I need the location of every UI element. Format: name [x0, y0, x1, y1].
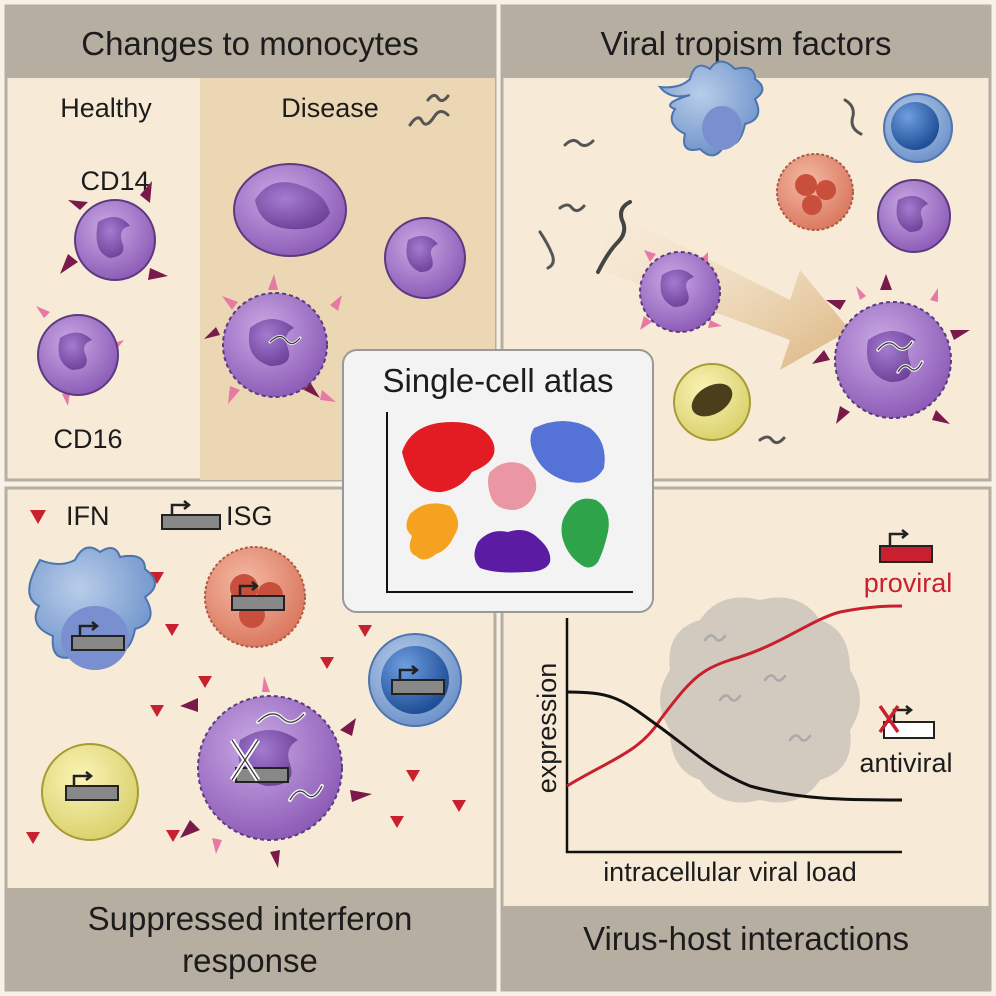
virus-particles [538, 98, 863, 445]
label-disease: Disease [281, 93, 379, 123]
atlas-axes [386, 412, 633, 593]
atlas-clusters [402, 421, 609, 573]
b-cell-blue [883, 93, 953, 163]
arrow-shape [600, 210, 850, 370]
proviral-label: proviral [864, 568, 953, 598]
virus-particles-faded [703, 634, 812, 742]
monocyte-entering [639, 250, 722, 333]
x-axis-label: intracellular viral load [603, 857, 857, 887]
title-virus-host: Virus-host interactions [583, 920, 909, 957]
b-cell-ifn [368, 633, 462, 727]
plot-axes [565, 618, 902, 854]
antiviral-curve [566, 690, 903, 802]
virus-large [596, 200, 632, 274]
cluster-pink [488, 462, 537, 510]
dendritic-cell [657, 60, 764, 157]
cluster-blue [530, 421, 605, 483]
cd16-monocyte [36, 306, 124, 406]
proviral-gene-icon [879, 529, 933, 563]
cluster-purple [474, 530, 551, 573]
antiviral-label: antiviral [859, 748, 952, 778]
monocyte-infected-ifn [180, 676, 372, 868]
monocyte-tropism [877, 179, 951, 253]
legend-ifn-label: IFN [66, 501, 110, 531]
label-cd14: CD14 [80, 166, 149, 196]
legend-isg-icon [161, 500, 221, 530]
title-monocytes: Changes to monocytes [81, 25, 419, 62]
ifn-triangles [26, 572, 466, 844]
cluster-green [561, 498, 609, 568]
atlas-title: Single-cell atlas [382, 362, 613, 399]
host-cell-shadow [660, 597, 860, 803]
label-cd16: CD16 [53, 424, 122, 454]
legend-isg-label: ISG [226, 501, 273, 531]
cluster-red [402, 422, 495, 493]
virus-icon [408, 93, 450, 127]
yellow-cell-ifn [41, 743, 139, 841]
title-interferon-line1: Suppressed interferon [88, 900, 413, 937]
title-tropism: Viral tropism factors [601, 25, 892, 62]
neutrophil [776, 153, 854, 231]
antiviral-gene-icon [878, 705, 935, 739]
proviral-curve [566, 604, 903, 788]
disease-monocyte-infected [204, 274, 342, 404]
cd14-monocyte [60, 181, 168, 281]
dendritic-cell-ifn [28, 546, 156, 670]
y-axis-label: expression [532, 663, 562, 794]
title-interferon-line2: response [182, 942, 318, 979]
disease-monocyte-small [384, 217, 466, 299]
cluster-orange [406, 503, 459, 560]
legend-ifn-icon [30, 510, 46, 524]
disease-monocyte-large [233, 163, 347, 257]
monocyte-infected-large [812, 274, 970, 424]
yellow-cell [673, 363, 751, 441]
neutrophil-ifn [204, 546, 306, 648]
label-healthy: Healthy [60, 93, 152, 123]
